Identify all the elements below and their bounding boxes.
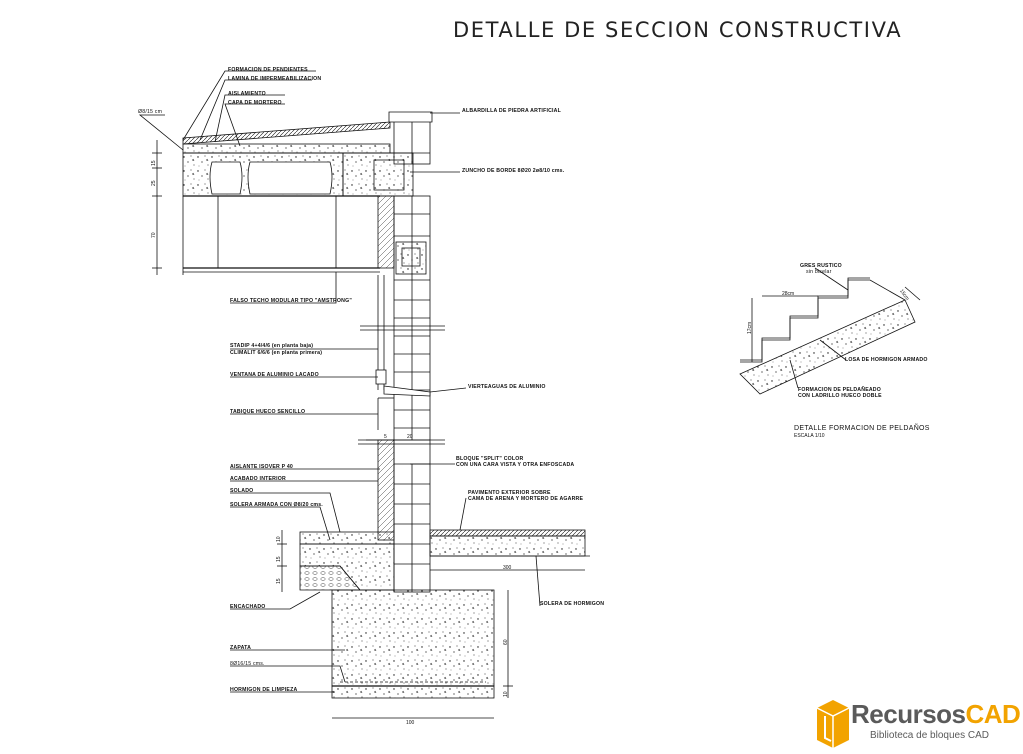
exterior-slab xyxy=(429,535,586,557)
footing xyxy=(331,589,495,687)
dim-wall-a: 5 xyxy=(384,434,387,440)
interior-floor xyxy=(299,531,395,545)
brand-logo-icon xyxy=(816,700,850,748)
label-solera-hormigon: SOLERA DE HORMIGON xyxy=(540,601,605,607)
stair-gres: GRES RUSTICO xyxy=(800,263,842,269)
stair-contrahuella: 17cm xyxy=(747,321,753,334)
edge-beam xyxy=(342,152,414,197)
label-hormigon-limpieza: HORMIGON DE LIMPIEZA xyxy=(230,687,298,693)
label-albardilla: ALBARDILLA DE PIEDRA ARTIFICIAL xyxy=(462,108,561,114)
label-ventana: VENTANA DE ALUMINIO LACADO xyxy=(230,372,319,378)
drawing-title: DETALLE DE SECCION CONSTRUCTIVA xyxy=(453,18,903,42)
label-tabique: TABIQUE HUECO SENCILLO xyxy=(230,409,306,415)
stair-formacion-2: CON LADRILLO HUECO DOBLE xyxy=(798,393,882,399)
stair-slab xyxy=(739,299,916,395)
stair-gres-sub: sin biselar xyxy=(806,269,832,275)
dim-zap-l: 10 xyxy=(503,691,509,697)
label-aislante: AISLANTE ISOVER P 40 xyxy=(230,464,293,470)
label-bloque-2: CON UNA CARA VISTA Y OTRA ENFOSCADA xyxy=(456,462,575,468)
dim-top: 15 xyxy=(151,160,157,166)
label-encachado: ENCACHADO xyxy=(230,604,266,610)
brand-tagline: Biblioteca de bloques CAD xyxy=(870,730,989,741)
exterior-paving xyxy=(429,529,586,537)
stair-detail-scale: ESCALA 1/10 xyxy=(794,433,825,439)
insulation xyxy=(377,195,395,269)
label-bloque-1: BLOQUE "SPLIT" COLOR xyxy=(456,456,524,462)
stair-losa: LOSA DE HORMIGON ARMADO xyxy=(845,357,928,363)
dim-zap-h: 60 xyxy=(503,639,509,645)
label-formacion-pendientes: FORMACION DE PENDIENTES xyxy=(228,67,308,73)
roof-membrane xyxy=(182,121,391,145)
dim-wall-b: 20 xyxy=(407,434,413,440)
label-solera-armada: SOLERA ARMADA CON Ø8/20 cms. xyxy=(230,502,323,508)
dim-mid: 25 xyxy=(151,180,157,186)
coping xyxy=(388,111,433,123)
dim-zap-w: 100 xyxy=(406,720,415,726)
label-climalit: CLIMALIT 6/6/6 (en planta primera) xyxy=(230,350,323,356)
label-vierteaguas: VIERTEAGUAS DE ALUMINIO xyxy=(468,384,546,390)
slab-void-2 xyxy=(247,161,333,195)
lean-concrete xyxy=(331,685,495,699)
stair-huella: 28cm xyxy=(782,291,795,297)
brand-name: RecursosCAD xyxy=(851,699,1021,729)
stair-detail-title: DETALLE FORMACION DE PELDAÑOS xyxy=(794,425,930,432)
label-falso-techo: FALSO TECHO MODULAR TIPO "AMSTRONG" xyxy=(230,298,353,304)
label-lamina: LAMINA DE IMPERMEABILIZACION xyxy=(228,76,322,82)
dim-sol-b: 15 xyxy=(276,556,282,562)
lintel xyxy=(395,241,427,275)
label-solado: SOLADO xyxy=(230,488,254,494)
roof-screed xyxy=(182,143,391,154)
dim-ext: 300 xyxy=(503,565,512,571)
label-pavimento-1: PAVIMENTO EXTERIOR SOBRE xyxy=(468,490,551,496)
brand-watermark: RecursosCAD Biblioteca de bloques CAD xyxy=(815,692,1021,750)
dim-sol-a: 10 xyxy=(276,536,282,542)
label-stadip: STADIP 4+4/4/6 (en planta baja) xyxy=(230,343,314,349)
dim-low: 70 xyxy=(151,232,157,238)
label-zapata: ZAPATA xyxy=(230,645,252,651)
label-zapata-armado: 8Ø16/15 cms. xyxy=(230,661,265,667)
label-acabado: ACABADO INTERIOR xyxy=(230,476,286,482)
label-zuncho: ZUNCHO DE BORDE 8Ø20 2ø8/10 cms. xyxy=(462,168,565,174)
label-aislamiento: AISLAMIENTO xyxy=(228,91,266,97)
slab-void-1 xyxy=(209,161,243,195)
label-capa-mortero: CAPA DE MORTERO xyxy=(228,100,282,106)
stair-formacion-1: FORMACION DE PELDAÑEADO xyxy=(798,387,881,393)
dim-sol-c: 15 xyxy=(276,578,282,584)
label-malla: Ø8/15 cm xyxy=(138,109,163,115)
label-pavimento-2: CAMA DE ARENA Y MORTERO DE AGARRE xyxy=(468,496,584,502)
